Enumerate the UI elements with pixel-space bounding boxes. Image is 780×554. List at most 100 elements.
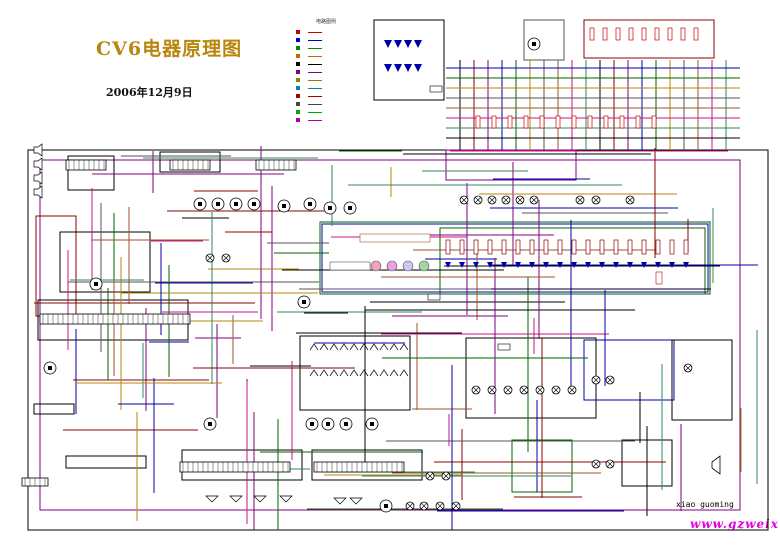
lamp-cross — [592, 460, 600, 468]
fuse-symbol — [613, 239, 619, 255]
legend-row — [296, 116, 356, 124]
lamp-cross — [488, 196, 496, 204]
fuse-symbol — [555, 115, 561, 129]
motor-core — [308, 202, 312, 206]
fuse-symbol — [651, 115, 657, 129]
fuse-symbol — [587, 115, 593, 129]
fuse-symbol — [475, 115, 481, 129]
ground-symbol — [253, 495, 267, 503]
legend-line — [308, 87, 322, 89]
diode-symbol — [487, 262, 493, 268]
legend-swatch — [296, 102, 300, 106]
fuse-symbol — [585, 239, 591, 255]
lamp-cross — [606, 376, 614, 384]
fuse-symbol — [635, 115, 641, 129]
connector-tag — [497, 343, 511, 351]
diode-symbol — [585, 262, 591, 268]
switch-symbol — [389, 369, 399, 377]
author-credit: xiao guoming — [676, 500, 734, 509]
fuse-symbol — [599, 239, 605, 255]
switch-symbol — [329, 369, 339, 377]
fuse-symbol — [571, 115, 577, 129]
fuse-symbol — [491, 115, 497, 129]
connector-tag — [427, 293, 441, 301]
motor-core — [384, 504, 388, 508]
diode-symbol — [613, 262, 619, 268]
fuse-symbol — [557, 239, 563, 255]
lamp-cross — [606, 460, 614, 468]
wire-loop — [583, 19, 715, 59]
lamp-cross — [222, 254, 230, 262]
switch-symbol — [369, 369, 379, 377]
motor-core — [216, 202, 220, 206]
legend-line — [308, 95, 322, 97]
diode-symbol — [501, 262, 507, 268]
legend-row — [296, 36, 356, 44]
fuse-symbol — [654, 27, 660, 41]
website-watermark: www.gzweix.co — [690, 517, 780, 531]
ground-symbol — [205, 495, 219, 503]
speaker-symbol — [33, 143, 43, 157]
diagram-date: 2006年12月9日 — [106, 86, 193, 99]
horn-symbol — [711, 455, 721, 475]
fuse-symbol — [628, 27, 634, 41]
diode-symbol — [627, 262, 633, 268]
page-title: CV6电器原理图 — [96, 38, 243, 60]
lamp-cross — [568, 386, 576, 394]
diode-symbol — [394, 64, 402, 72]
lamp-cross — [592, 196, 600, 204]
diode-symbol — [445, 262, 451, 268]
legend-row — [296, 68, 356, 76]
motor-core — [94, 282, 98, 286]
legend-swatch — [296, 38, 300, 42]
ground-symbol — [279, 495, 293, 503]
speaker-symbol — [33, 171, 43, 185]
diode-symbol — [571, 262, 577, 268]
connector-tag — [655, 271, 663, 285]
motor-core — [208, 422, 212, 426]
legend-swatch — [296, 118, 300, 122]
fuse-symbol — [589, 27, 595, 41]
wire-loop — [321, 223, 709, 293]
lamp-cross — [460, 196, 468, 204]
switch-symbol — [379, 369, 389, 377]
legend-swatch — [296, 62, 300, 66]
legend-line — [308, 119, 322, 121]
diode-symbol — [394, 40, 402, 48]
fuse-symbol — [683, 239, 689, 255]
lamp-cross — [504, 386, 512, 394]
lamp-cross — [552, 386, 560, 394]
lamp-cross — [626, 196, 634, 204]
diode-symbol — [414, 40, 422, 48]
motor-core — [198, 202, 202, 206]
lamp-cross — [530, 196, 538, 204]
motor-core — [532, 42, 536, 46]
lamp-cross — [406, 502, 414, 510]
fuse-symbol — [445, 239, 451, 255]
fuse-symbol — [571, 239, 577, 255]
switch-symbol — [339, 369, 349, 377]
lamp-cross — [592, 376, 600, 384]
ground-symbol — [349, 497, 363, 505]
wire-loop — [27, 149, 769, 531]
lamp-cross — [452, 502, 460, 510]
lamp-cross — [472, 386, 480, 394]
legend-row — [296, 44, 356, 52]
switch-symbol — [349, 369, 359, 377]
motor-core — [348, 206, 352, 210]
fuse-symbol — [501, 239, 507, 255]
switch-symbol — [339, 343, 349, 351]
wire-loop — [159, 151, 221, 173]
legend-swatch — [296, 30, 300, 34]
wire-loop — [33, 403, 75, 415]
legend-row — [296, 108, 356, 116]
switch-symbol — [359, 343, 369, 351]
fuse-symbol — [487, 239, 493, 255]
lamp-cross — [426, 472, 434, 480]
lamp-cross — [436, 502, 444, 510]
connector-tag — [429, 85, 443, 93]
fuse-symbol — [680, 27, 686, 41]
legend-row — [296, 76, 356, 84]
legend-line — [308, 63, 322, 65]
